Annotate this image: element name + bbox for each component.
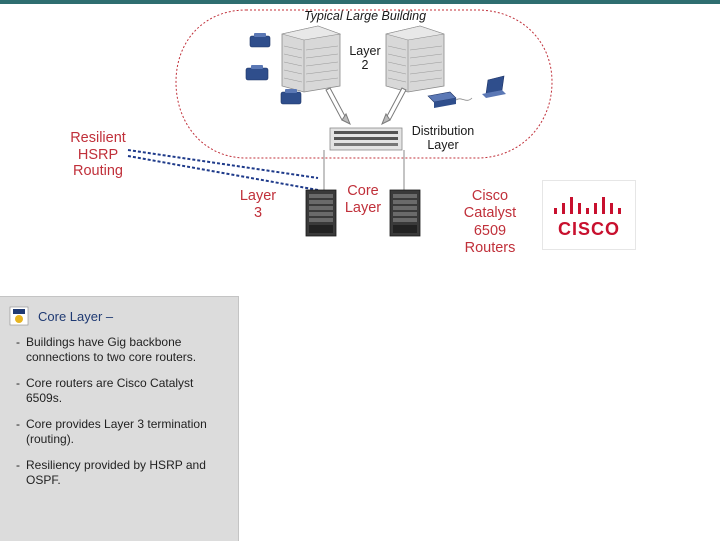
notes-item: -Buildings have Gig backbone connections…: [16, 335, 197, 364]
top-accent-bar: [0, 0, 720, 4]
phone-icon: [245, 65, 269, 81]
notes-item-text: Core routers are Cisco Catalyst 6509s.: [26, 376, 194, 405]
layer3-label: Layer 3: [239, 188, 277, 221]
core-layer-notes-panel: Core Layer – -Buildings have Gig backbon…: [0, 296, 239, 541]
core-router-2: [389, 189, 421, 237]
notes-item: -Core routers are Cisco Catalyst 6509s.: [16, 376, 194, 405]
access-switch-stack-2: [385, 25, 445, 93]
cisco-logo: CISCO: [542, 180, 636, 250]
university-seal-icon: [9, 306, 29, 326]
core-layer-label: Core Layer: [344, 183, 382, 216]
notes-item-text: Buildings have Gig backbone connections …: [26, 335, 197, 364]
layer2-label: Layer 2: [349, 44, 381, 73]
access-switch-stack-1: [281, 25, 342, 93]
notes-list: -Buildings have Gig backbone connections…: [0, 335, 238, 499]
printer-icon: [427, 91, 457, 108]
notes-title: Core Layer –: [38, 309, 114, 324]
cisco-catalyst-routers-label: Cisco Catalyst 6509 Routers: [463, 188, 517, 257]
notes-item: -Core provides Layer 3 termination (rout…: [16, 417, 207, 446]
building-title: Typical Large Building: [303, 9, 427, 23]
notes-item-text: Core provides Layer 3 termination (routi…: [26, 417, 207, 446]
distribution-switch: [329, 127, 403, 151]
hsrp-link-1: [127, 149, 319, 179]
phone-icon: [249, 33, 271, 48]
building-boundary: [175, 9, 553, 159]
cisco-logo-icon: [554, 197, 621, 214]
uplink-arrows: [325, 87, 407, 126]
laptop-icon: [482, 75, 506, 98]
cisco-logo-text: CISCO: [557, 219, 620, 239]
notes-item-text: Resiliency provided by HSRP and OSPF.: [26, 458, 206, 487]
distribution-layer-label: Distribution Layer: [411, 124, 475, 153]
notes-item: -Resiliency provided by HSRP and OSPF.: [16, 458, 206, 487]
core-router-1: [305, 189, 337, 237]
resilient-hsrp-routing-label: Resilient HSRP Routing: [70, 130, 126, 180]
phone-icon: [280, 89, 302, 105]
hsrp-link-2: [127, 155, 319, 191]
